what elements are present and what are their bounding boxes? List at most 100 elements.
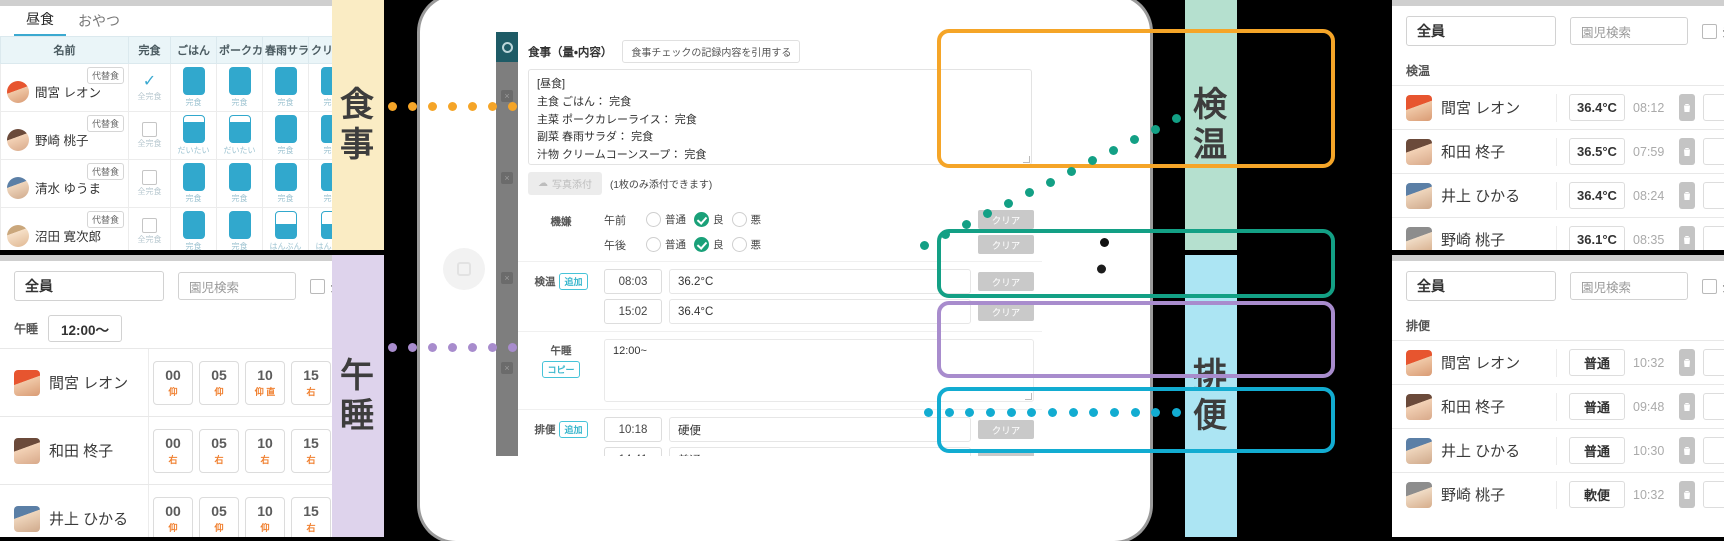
radio-icon[interactable] xyxy=(646,212,661,227)
meal-textarea[interactable]: [昼食] 主食 ごはん： 完食 主菜 ポークカレーライス： 完食 副菜 春雨サラ… xyxy=(528,69,1032,165)
portion-cell[interactable]: だいたい xyxy=(216,111,263,160)
radio-icon[interactable] xyxy=(694,237,709,252)
portion-cell[interactable]: 完食 xyxy=(262,63,309,112)
portion-cell[interactable]: はんぶん xyxy=(262,207,309,250)
sidebar-close-icon[interactable]: × xyxy=(501,362,513,374)
measurement-value-2[interactable] xyxy=(1702,138,1724,165)
quote-meal-check-button[interactable]: 食事チェックの記録内容を引用する xyxy=(622,40,801,63)
search-input[interactable]: 園児検索 xyxy=(178,272,296,300)
checkbox[interactable] xyxy=(142,218,157,233)
measurement-value[interactable]: 軟便 xyxy=(1569,481,1625,508)
resize-handle-icon[interactable] xyxy=(1025,393,1032,400)
mood-option[interactable]: 良 xyxy=(694,237,724,252)
portion-cell[interactable]: 完食 xyxy=(170,207,217,250)
measurement-value[interactable]: 36.1°C xyxy=(1569,226,1625,250)
clear-button[interactable]: クリア xyxy=(978,302,1034,321)
portion-cell[interactable]: はんぶん xyxy=(308,207,332,250)
measurement-value[interactable]: 36.5°C xyxy=(1569,138,1625,165)
entry-time[interactable]: 08:03 xyxy=(604,269,662,294)
measurement-value-2[interactable] xyxy=(1702,182,1724,209)
clear-button[interactable]: クリア xyxy=(978,210,1034,229)
nap-start-time[interactable]: 12:00〜 xyxy=(48,315,123,342)
entry-value[interactable]: 36.2°C xyxy=(669,269,971,294)
mood-option[interactable]: 普通 xyxy=(646,237,686,252)
measurement-value-2[interactable] xyxy=(1702,481,1724,508)
entry-time[interactable]: 15:02 xyxy=(604,299,662,324)
delete-icon[interactable] xyxy=(1679,94,1695,121)
nap-textarea[interactable]: 12:00~ xyxy=(604,339,1034,402)
radio-icon[interactable] xyxy=(731,237,747,252)
measurement-value-2[interactable] xyxy=(1702,349,1724,376)
measurement-value[interactable]: 普通 xyxy=(1569,349,1625,376)
measurement-value[interactable]: 36.4°C xyxy=(1569,94,1625,121)
portion-cell[interactable]: 完食 xyxy=(216,159,263,208)
mood-option[interactable]: 悪 xyxy=(731,212,761,227)
clear-button[interactable]: クリア xyxy=(978,272,1034,291)
portion-cell[interactable]: 完食 xyxy=(216,63,263,112)
delete-icon[interactable] xyxy=(1679,481,1695,508)
portion-cell[interactable]: 完食 xyxy=(308,111,332,160)
home-button[interactable] xyxy=(443,247,485,290)
attending-only-checkbox[interactable] xyxy=(1702,278,1717,294)
measurement-value-2[interactable] xyxy=(1702,393,1724,420)
measurement-value[interactable]: 普通 xyxy=(1569,437,1625,464)
attending-only-checkbox[interactable] xyxy=(1702,23,1717,39)
class-filter-select[interactable]: 全員 xyxy=(14,271,164,301)
full-meal-cell[interactable]: 全完食 xyxy=(128,111,171,160)
portion-cell[interactable]: 完食 xyxy=(216,207,263,250)
class-filter-select[interactable]: 全員 xyxy=(1406,16,1556,46)
delete-icon[interactable] xyxy=(1679,393,1695,420)
sidebar-close-icon[interactable]: × xyxy=(501,172,513,184)
class-filter-select[interactable]: 全員 xyxy=(1406,271,1556,301)
tab-snack[interactable]: おやつ xyxy=(78,13,120,29)
nap-row[interactable]: 井上 ひかる00仰05仰10仰15右20右 xyxy=(0,484,332,537)
entry-value[interactable]: 硬便 xyxy=(669,417,971,442)
delete-icon[interactable] xyxy=(1679,437,1695,464)
photo-attach-button[interactable]: ☁ 写真添付 xyxy=(528,172,602,195)
nap-copy-button[interactable]: コピー xyxy=(542,361,580,378)
radio-icon[interactable] xyxy=(731,212,747,227)
measurement-value-2[interactable] xyxy=(1702,437,1724,464)
clear-button[interactable]: クリア xyxy=(978,235,1034,254)
measurement-value[interactable]: 36.4°C xyxy=(1569,182,1625,209)
search-input[interactable]: 園児検索 xyxy=(1570,272,1688,300)
checkbox[interactable] xyxy=(142,122,157,137)
delete-icon[interactable] xyxy=(1679,226,1695,250)
mood-option[interactable]: 良 xyxy=(694,212,724,227)
radio-icon[interactable] xyxy=(646,237,661,252)
tab-lunch[interactable]: 昼食 xyxy=(14,6,66,36)
delete-icon[interactable] xyxy=(1679,349,1695,376)
resize-handle-icon[interactable] xyxy=(1023,156,1030,163)
mood-option[interactable]: 悪 xyxy=(731,237,761,252)
portion-cell[interactable]: だいたい xyxy=(170,111,217,160)
sidebar-close-icon[interactable]: × xyxy=(501,272,513,284)
attending-only-checkbox-wrap[interactable]: 登園中園児のみ xyxy=(310,278,332,295)
portion-cell[interactable]: 完食 xyxy=(170,63,217,112)
checkbox[interactable] xyxy=(142,170,157,185)
sidebar-close-icon[interactable]: × xyxy=(501,90,513,102)
entry-time[interactable]: 14:41 xyxy=(604,447,662,456)
radio-icon[interactable] xyxy=(694,212,709,227)
measurement-value[interactable]: 普通 xyxy=(1569,393,1625,420)
